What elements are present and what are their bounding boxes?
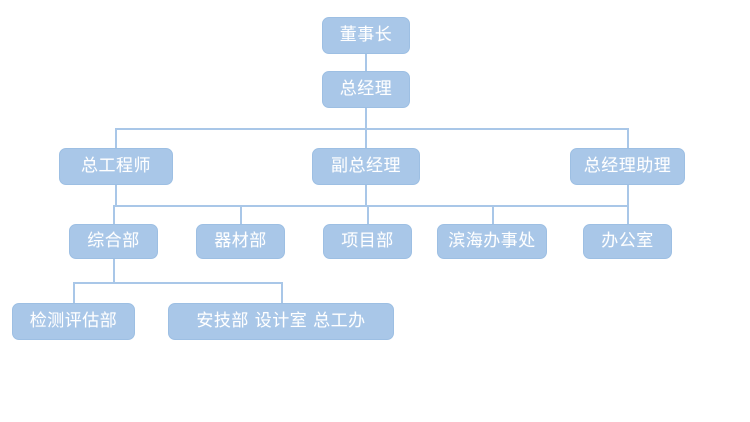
connector-level4-bus <box>113 205 629 207</box>
connector-chairman-to-gm <box>365 54 367 71</box>
org-node-chief-engineer[interactable]: 总工程师 <box>59 148 173 185</box>
org-node-project-dept[interactable]: 项目部 <box>323 224 412 259</box>
org-node-label: 副总经理 <box>331 156 401 176</box>
org-node-label: 董事长 <box>339 25 393 45</box>
org-node-label: 办公室 <box>601 231 654 251</box>
org-node-label: 综合部 <box>87 231 140 251</box>
org-node-administration-office[interactable]: 办公室 <box>583 224 672 259</box>
connector-level5-bus <box>73 282 283 284</box>
connector-bus-to-project <box>367 205 369 225</box>
org-node-general-manager[interactable]: 总经理 <box>322 71 410 108</box>
org-node-label: 检测评估部 <box>29 311 118 331</box>
connector-gm-assistant-stem <box>627 185 629 206</box>
org-node-comprehensive-dept[interactable]: 综合部 <box>69 224 158 259</box>
org-node-label: 器材部 <box>214 231 267 251</box>
org-node-label: 安技部 设计室 总工办 <box>196 311 366 331</box>
org-node-label: 滨海办事处 <box>448 231 536 251</box>
org-node-binhai-office[interactable]: 滨海办事处 <box>437 224 547 259</box>
org-node-gm-assistant[interactable]: 总经理助理 <box>570 148 685 185</box>
connector-bus-to-chief-engineer <box>115 128 117 148</box>
org-node-safety-design-chiefeng-group[interactable]: 安技部 设计室 总工办 <box>168 303 394 340</box>
connector-bus-to-equipment <box>240 205 242 225</box>
connector-bus-to-binhai <box>492 205 494 225</box>
org-node-equipment-dept[interactable]: 器材部 <box>196 224 285 259</box>
connector-bus-to-deputy-gm <box>365 128 367 148</box>
org-node-chairman[interactable]: 董事长 <box>322 17 410 54</box>
connector-level3-bus <box>115 128 628 130</box>
org-node-inspection-evaluation-dept[interactable]: 检测评估部 <box>12 303 135 340</box>
org-node-label: 总经理 <box>339 79 393 99</box>
connector-bus-to-gm-assistant <box>627 128 629 148</box>
connector-bus-to-comprehensive <box>113 205 115 225</box>
connector-bus-to-admin-office <box>627 205 629 225</box>
connector-comprehensive-stem <box>113 259 115 283</box>
connector-bus-to-safety-group <box>281 282 283 304</box>
connector-bus-to-inspection <box>73 282 75 304</box>
connector-chief-engineer-stem <box>115 185 117 206</box>
connector-gm-down-stem <box>365 108 367 128</box>
org-node-label: 总经理助理 <box>583 156 672 176</box>
org-node-deputy-general-manager[interactable]: 副总经理 <box>312 148 420 185</box>
org-node-label: 项目部 <box>341 231 394 251</box>
org-node-label: 总工程师 <box>81 156 151 176</box>
connector-deputy-gm-stem <box>365 185 367 206</box>
